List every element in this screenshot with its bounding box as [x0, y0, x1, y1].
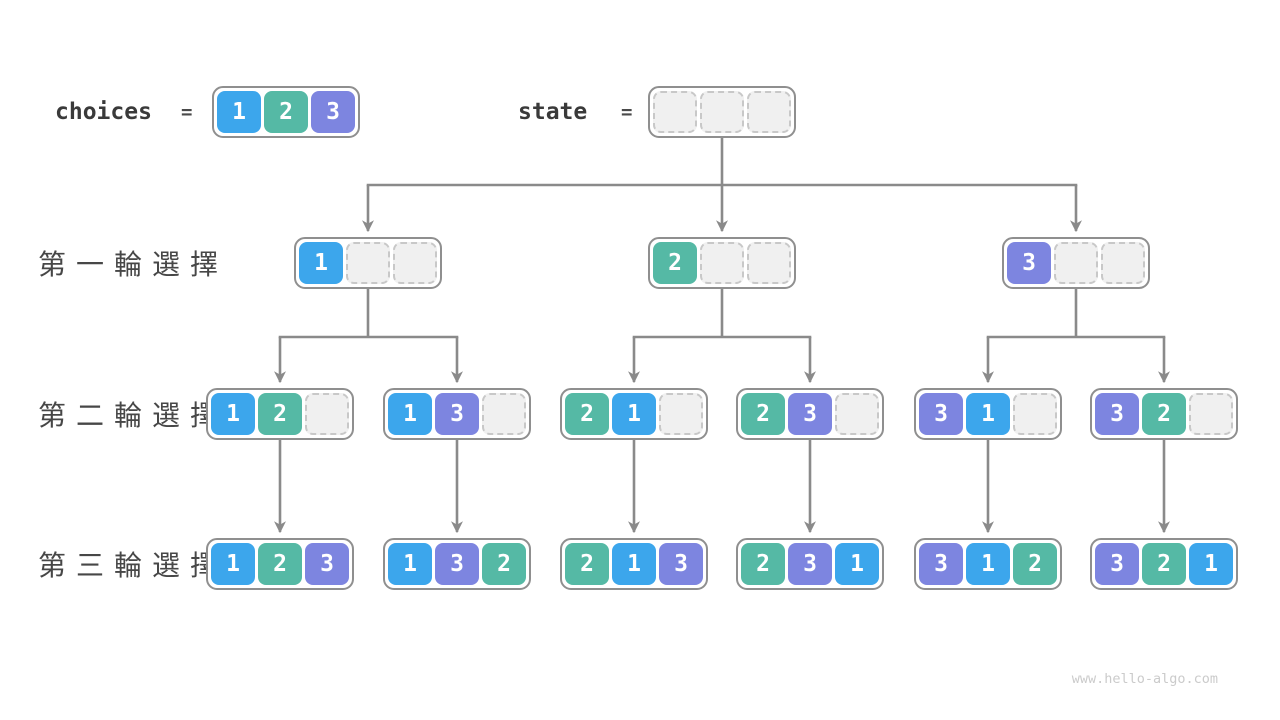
- value-cell-3: 3: [659, 543, 703, 585]
- value-cell-2: 2: [741, 393, 785, 435]
- value-cell-1: 1: [211, 393, 255, 435]
- empty-cell: [305, 393, 349, 435]
- value-cell-1: 1: [835, 543, 879, 585]
- empty-cell: [1101, 242, 1145, 284]
- value-cell-1: 1: [388, 543, 432, 585]
- value-cell-3: 3: [311, 91, 355, 133]
- state-node-r1-2: 3: [1002, 237, 1150, 289]
- choices-equals-sign: =: [181, 101, 193, 123]
- value-cell-1: 1: [1189, 543, 1233, 585]
- empty-cell: [747, 242, 791, 284]
- value-cell-3: 3: [1095, 393, 1139, 435]
- value-cell-2: 2: [264, 91, 308, 133]
- empty-cell: [653, 91, 697, 133]
- value-cell-1: 1: [299, 242, 343, 284]
- value-cell-3: 3: [788, 543, 832, 585]
- value-cell-3: 3: [919, 393, 963, 435]
- state-node-r1-0: 1: [294, 237, 442, 289]
- value-cell-3: 3: [435, 543, 479, 585]
- state-array-node: [648, 86, 796, 138]
- value-cell-2: 2: [741, 543, 785, 585]
- value-cell-1: 1: [966, 393, 1010, 435]
- state-label: state: [518, 99, 588, 125]
- value-cell-1: 1: [966, 543, 1010, 585]
- empty-cell: [835, 393, 879, 435]
- value-cell-2: 2: [1142, 543, 1186, 585]
- value-cell-3: 3: [435, 393, 479, 435]
- state-node-r1-1: 2: [648, 237, 796, 289]
- value-cell-1: 1: [612, 393, 656, 435]
- value-cell-1: 1: [388, 393, 432, 435]
- value-cell-2: 2: [653, 242, 697, 284]
- value-cell-3: 3: [305, 543, 349, 585]
- empty-cell: [700, 91, 744, 133]
- value-cell-1: 1: [217, 91, 261, 133]
- round-label-1: 第一輪選擇: [38, 249, 229, 280]
- value-cell-2: 2: [1013, 543, 1057, 585]
- value-cell-3: 3: [1007, 242, 1051, 284]
- round-label-2: 第二輪選擇: [38, 400, 229, 431]
- empty-cell: [747, 91, 791, 133]
- value-cell-3: 3: [788, 393, 832, 435]
- tree-edges: [274, 138, 1170, 534]
- empty-cell: [393, 242, 437, 284]
- value-cell-2: 2: [565, 393, 609, 435]
- empty-cell: [700, 242, 744, 284]
- state-equals-sign: =: [621, 101, 633, 123]
- value-cell-3: 3: [919, 543, 963, 585]
- empty-cell: [482, 393, 526, 435]
- value-cell-2: 2: [565, 543, 609, 585]
- value-cell-2: 2: [1142, 393, 1186, 435]
- empty-cell: [1189, 393, 1233, 435]
- value-cell-1: 1: [612, 543, 656, 585]
- empty-cell: [1013, 393, 1057, 435]
- value-cell-2: 2: [258, 543, 302, 585]
- round-label-3: 第三輪選擇: [38, 550, 229, 581]
- value-cell-2: 2: [482, 543, 526, 585]
- empty-cell: [346, 242, 390, 284]
- empty-cell: [1054, 242, 1098, 284]
- value-cell-2: 2: [258, 393, 302, 435]
- value-cell-3: 3: [1095, 543, 1139, 585]
- empty-cell: [659, 393, 703, 435]
- choices-label: choices: [55, 99, 152, 125]
- watermark: www.hello-algo.com: [1071, 671, 1218, 687]
- value-cell-1: 1: [211, 543, 255, 585]
